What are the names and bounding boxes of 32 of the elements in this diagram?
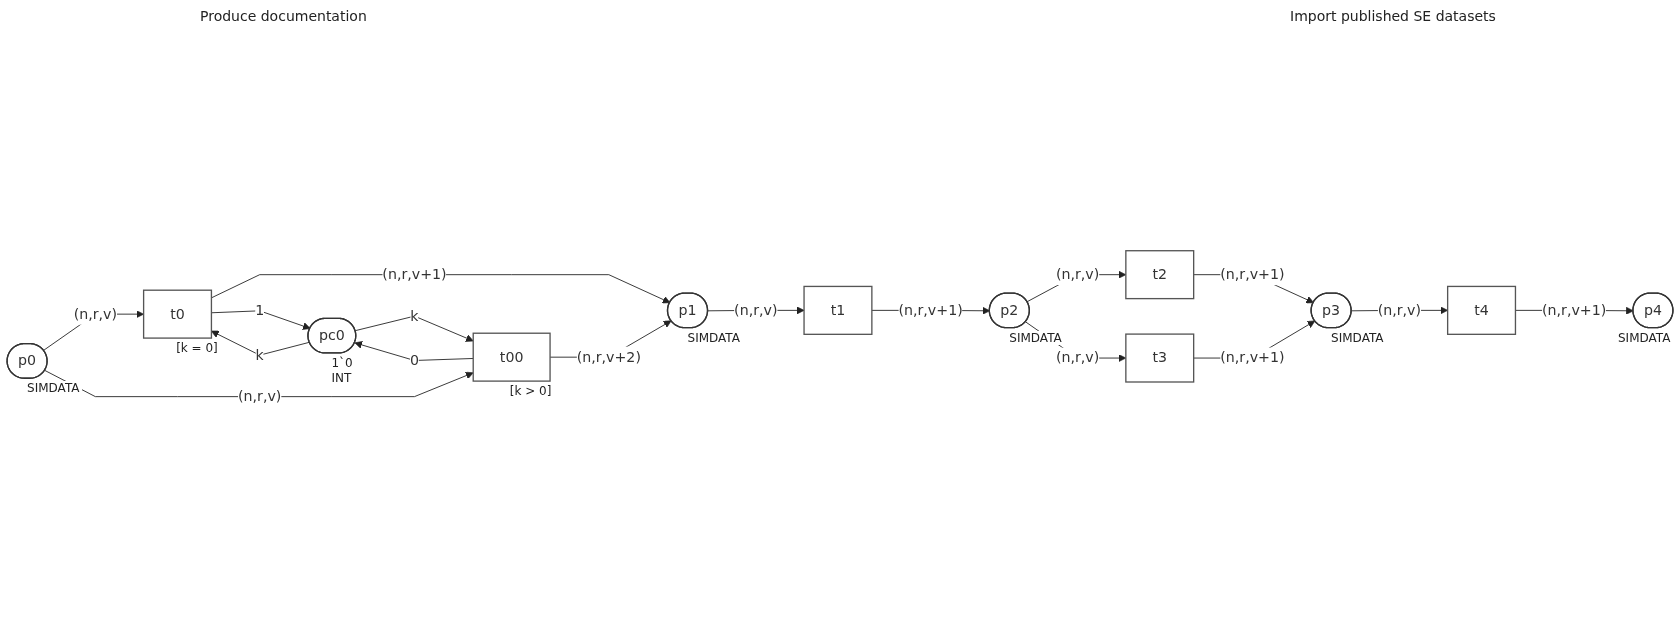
node-box: t3 (1125, 333, 1195, 383)
node-box: t0 (142, 289, 213, 339)
edge-label: (n,r,v+1) (898, 301, 963, 319)
edge-label: (n,r,v) (1377, 301, 1422, 319)
node-box: t4 (1447, 285, 1517, 335)
note-text: Produce documentation (200, 8, 367, 24)
edge-label: k (410, 307, 419, 325)
edge-label: (n,r,v+1) (1220, 349, 1285, 367)
edge-label: k (255, 346, 264, 364)
annotation-text: SIMDATA (1007, 330, 1064, 345)
node-box: t2 (1125, 250, 1195, 300)
edge-label: (n,r,v) (238, 387, 282, 405)
edge-label: (n,r,v+1) (382, 265, 447, 283)
annotation-text: SIMDATA (1329, 330, 1386, 345)
edge-label: (n,r,v+1) (1542, 301, 1607, 319)
annotation-text: [k > 0] (507, 384, 554, 399)
edge-label: (n,r,v) (1055, 265, 1100, 283)
node-box: t1 (803, 285, 873, 335)
edge-label: (n,r,v) (734, 301, 778, 319)
edge-label: (n,r,v+1) (1220, 265, 1285, 283)
annotation-text: [k = 0] (174, 341, 220, 356)
edge-label: (n,r,v+2) (576, 348, 641, 366)
annotation-text: SIMDATA (685, 330, 742, 345)
node-box: t00 (472, 332, 551, 382)
annotation-text: INT (329, 370, 354, 385)
note-text: Import published SE datasets (1290, 8, 1496, 24)
edge-label: (n,r,v) (1055, 349, 1100, 367)
edge-label: 1 (255, 301, 265, 319)
annotation-text: 1`0 (329, 355, 355, 370)
annotation-text: SIMDATA (1616, 330, 1673, 345)
edge-label: 0 (409, 351, 419, 369)
edge-label: (n,r,v) (73, 305, 118, 323)
